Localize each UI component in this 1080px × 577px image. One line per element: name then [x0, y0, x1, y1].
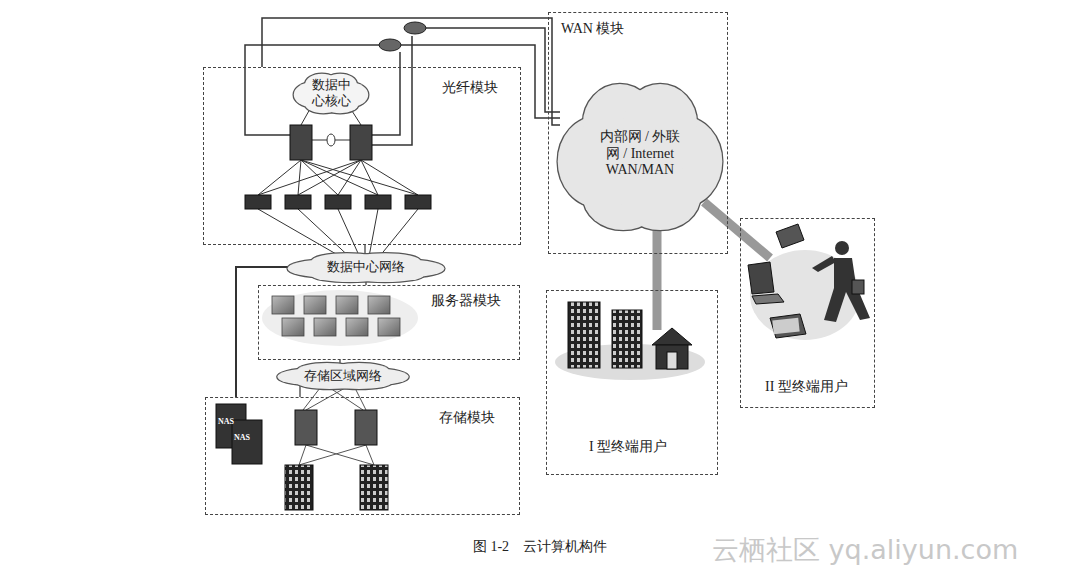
network-name: 数据中心核心 — [310, 77, 352, 108]
server-ground — [262, 290, 418, 346]
access-pipe — [704, 202, 770, 258]
san-switch — [295, 410, 377, 445]
module-title: 服务器模块 — [431, 293, 501, 310]
server-rack — [272, 296, 400, 336]
module-title: WAN 模块 — [561, 21, 624, 38]
ring-link — [327, 134, 335, 146]
network-name: 内部网 / 外联网 / Internet WAN/MAN — [599, 129, 681, 179]
module-box: II 型终端用户 — [740, 218, 875, 408]
network-cloud: 数据中心核心 — [293, 72, 369, 113]
device-tag: NAS — [218, 417, 234, 426]
figure-caption: 图 1-2 云计算机构件 — [473, 538, 607, 556]
module-box: I 型终端用户 — [546, 290, 718, 475]
network-cloud: 数据中心网络 — [286, 252, 446, 282]
device-tag: NAS — [234, 433, 250, 442]
module-title: 存储模块 — [439, 410, 495, 427]
module-box: 光纤模块 数据中心核心 — [203, 67, 521, 245]
network-cloud: 内部网 / 外联网 / Internet WAN/MAN — [556, 78, 724, 230]
walking-person — [812, 241, 870, 322]
network-link — [299, 386, 300, 397]
network-cloud: 存储区域网络 — [276, 362, 410, 389]
switch-mesh — [258, 100, 418, 262]
office-building — [568, 302, 692, 369]
module-title: II 型终端用户 — [765, 379, 848, 396]
disk-array — [285, 465, 388, 510]
network-name: 数据中心网络 — [306, 259, 426, 275]
module-box: WAN 模块内部网 / 外联网 / Internet WAN/MAN — [548, 12, 728, 254]
router-symbol — [379, 22, 426, 51]
network-name: 存储区域网络 — [288, 368, 398, 384]
module-title: 光纤模块 — [442, 80, 498, 97]
module-box: 服务器模块 — [258, 285, 520, 360]
module-title: I 型终端用户 — [589, 439, 667, 456]
access-switch — [245, 195, 431, 209]
access-pipe — [653, 222, 662, 330]
watermark: 云栖社区 yq.aliyun.com — [712, 532, 1018, 568]
network-link — [262, 18, 560, 125]
core-switch — [290, 125, 372, 160]
module-box: 存储模块 — [205, 397, 520, 515]
nas-unit — [216, 404, 262, 464]
